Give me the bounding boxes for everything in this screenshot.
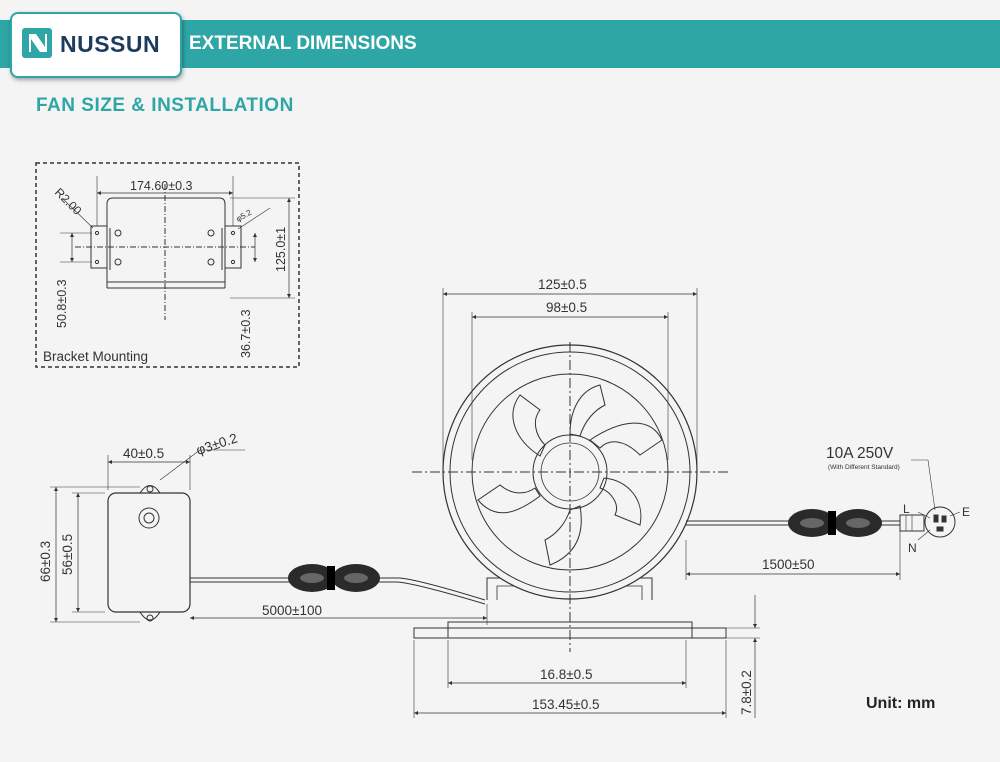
bracket-hole-spacing-label: 50.8±0.3	[55, 279, 69, 328]
fan-front-view	[412, 288, 760, 718]
ferrite-coil-left	[288, 564, 380, 592]
controller-height-inner-label: 56±0.5	[60, 534, 75, 575]
bracket-height-label: 125.0±1	[274, 227, 288, 272]
bracket-mounting-label: Bracket Mounting	[43, 349, 148, 364]
header-title: EXTERNAL DIMENSIONS	[189, 33, 417, 54]
bracket-radius-label: R2.00	[52, 185, 85, 218]
plug-pin-l-label: L	[903, 502, 910, 516]
brand-name: NUSSUN	[60, 31, 161, 57]
power-cable	[685, 459, 961, 580]
plug-pin-n-label: N	[908, 541, 917, 555]
ferrite-coil-right	[788, 509, 882, 537]
bracket-hole-label: φ5.2	[235, 208, 254, 224]
bracket-slot-spacing-label: 36.7±0.3	[239, 309, 253, 358]
fan-outer-diameter-label: 125±0.5	[538, 277, 587, 292]
controller-cable-length-label: 5000±100	[262, 603, 322, 618]
controller-hole-label: φ3±0.2	[194, 430, 239, 457]
controller-box	[50, 449, 488, 625]
controller-height-outer-label: 66±0.3	[38, 541, 53, 582]
fan-inner-diameter-label: 98±0.5	[546, 300, 587, 315]
unit-label: Unit: mm	[866, 695, 936, 712]
power-rating-label: 10A 250V	[826, 445, 894, 462]
plug-pin-e-label: E	[962, 505, 970, 519]
logo-n-icon	[22, 28, 52, 58]
section-title: FAN SIZE & INSTALLATION	[36, 95, 294, 116]
fan-flange-thickness-label: 7.8±0.2	[739, 670, 754, 715]
power-note-label: (With Different Standard)	[828, 464, 900, 471]
bracket-width-label: 174.60±0.3	[130, 179, 193, 193]
fan-base-height-label: 16.8±0.5	[540, 667, 592, 682]
bracket-mounting-view	[35, 162, 300, 368]
brand-logo: NUSSUN	[10, 12, 182, 78]
fan-base-length-label: 153.45±0.5	[532, 697, 599, 712]
power-cable-length-label: 1500±50	[762, 557, 814, 572]
controller-width-label: 40±0.5	[123, 446, 164, 461]
